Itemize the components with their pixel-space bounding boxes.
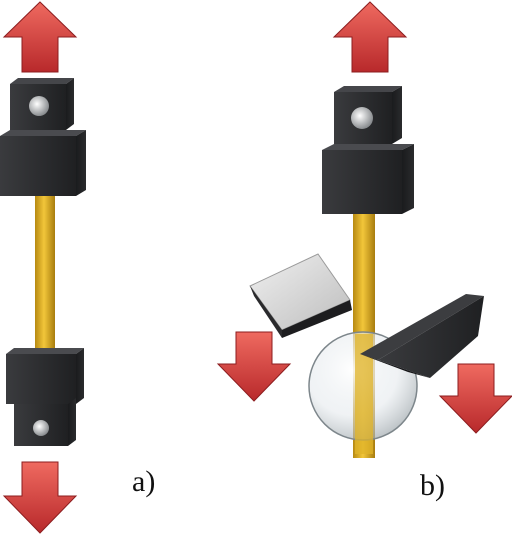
panel-label-a: a) [132,465,156,498]
pull-down-arrow-icon [2,461,78,534]
pull-up-arrow-icon [2,1,78,73]
panel-label-b: b) [420,469,445,502]
panel-a [0,1,86,534]
right-wedge [360,294,484,378]
grip-hole [351,107,373,129]
grip-hole [29,96,49,116]
left-wedge [249,253,352,338]
panel-b [216,1,512,458]
pull-up-arrow-icon [332,1,408,73]
upper-grip-b [322,86,414,214]
specimen-rod-a [35,196,55,354]
lower-grip-a [6,348,84,446]
upper-grip-a [0,78,86,196]
pull-down-arrow-icon [216,331,292,402]
grip-hole [33,420,49,436]
pull-down-arrow-icon [438,363,512,434]
